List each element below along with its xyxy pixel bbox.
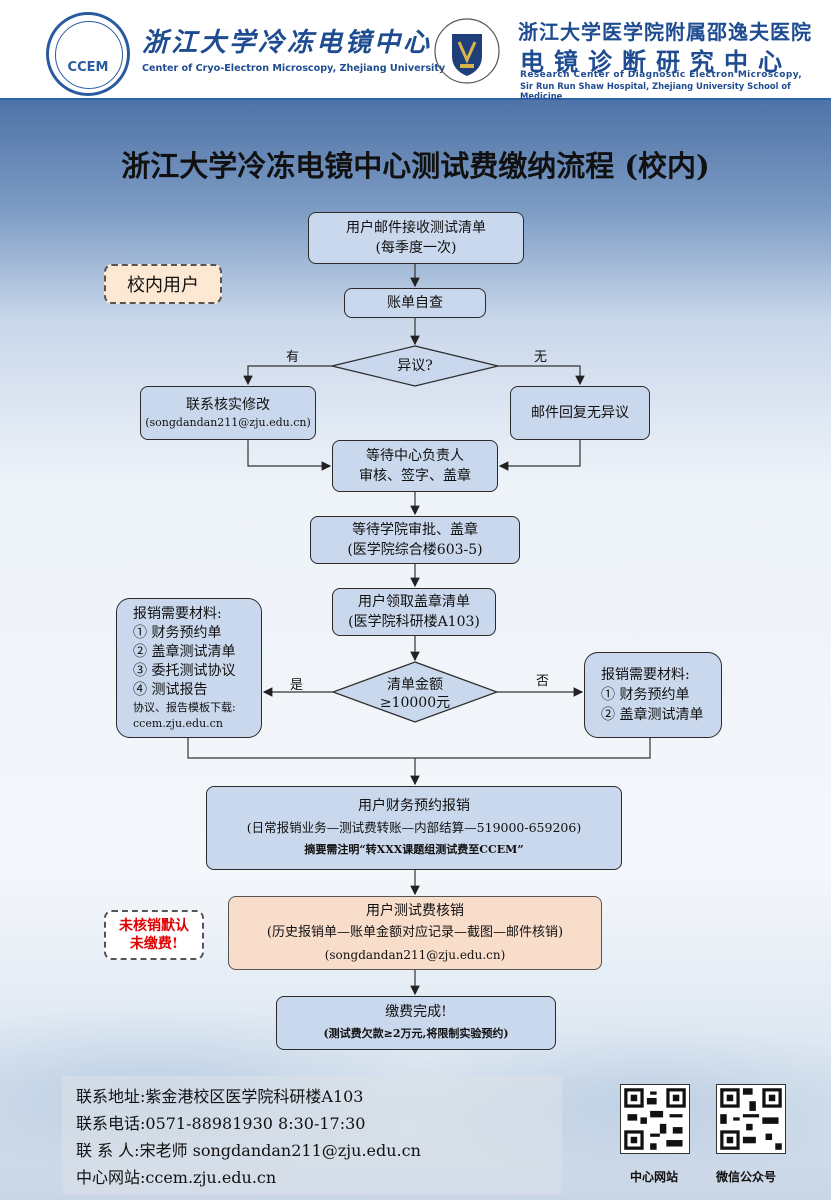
materials-small-title: 报销需要材料: (601, 667, 690, 683)
page-header: CCEM 浙江大学冷冻电镜中心 Center of Cryo-Electron … (0, 0, 831, 101)
campus-user-label: 校内用户 (127, 275, 199, 296)
step-payment-complete: 缴费完成! (测试费欠款≥2万元,将限制实验预约) (276, 996, 556, 1050)
step-reply-no-objection: 邮件回复无异议 (510, 386, 650, 440)
materials-large-item: ③ 委托测试协议 (133, 663, 236, 679)
decision-amount-label: 清单金额 ≥10000元 (365, 676, 465, 712)
reimbursement-note: 摘要需注明“转XXX课题组测试费至CCEM” (304, 843, 524, 856)
step-receive-bill-line2: (每季度一次) (375, 240, 457, 256)
edge-no-1: 无 (534, 350, 548, 365)
materials-large-item: ④ 测试报告 (133, 682, 208, 698)
contact-modify-email: (songdandan211@zju.edu.cn) (145, 416, 311, 429)
materials-large-item: ② 盖章测试清单 (133, 644, 236, 660)
contact-address: 联系地址:紫金港校区医学院科研楼A103 (76, 1087, 364, 1106)
wechat-qr-code-icon[interactable] (716, 1084, 786, 1154)
website-qr-code-icon[interactable] (620, 1084, 690, 1154)
verification-email: (songdandan211@zju.edu.cn) (324, 948, 506, 962)
ccem-logo: CCEM (46, 12, 130, 96)
footer-contact-panel (62, 1076, 562, 1194)
unverified-warning-tag: 未核销默认 未缴费! (104, 910, 204, 960)
decision-objection-label: 异议? (397, 358, 433, 374)
await-school-line2: (医学院综合楼603-5) (347, 542, 483, 558)
website-qr-caption: 中心网站 (630, 1170, 679, 1184)
materials-large-item: ① 财务预约单 (133, 625, 222, 641)
left-center-name-en: Center of Cryo-Electron Microscopy, Zhej… (142, 63, 446, 74)
decision-amount-line1: 清单金额 (387, 677, 443, 693)
page-title: 浙江大学冷冻电镜中心测试费缴纳流程 (校内) (121, 149, 710, 183)
payment-complete-title: 缴费完成! (385, 1004, 447, 1020)
edge-yes-2: 是 (290, 678, 304, 693)
await-center-line1: 等待中心负责人 (366, 448, 464, 464)
right-hospital-name: 浙江大学医学院附属邵逸夫医院 (518, 20, 812, 44)
payment-complete-note: (测试费欠款≥2万元,将限制实验预约) (323, 1027, 509, 1040)
materials-small-amount: 报销需要材料: ① 财务预约单 ② 盖章测试清单 (584, 652, 722, 738)
right-center-name-en-1: Research Center of Diagnostic Electron M… (520, 70, 803, 80)
reimbursement-detail: (日常报销业务—测试费转账—内部结算—519000-659206) (246, 820, 582, 835)
step-receive-bill: 用户邮件接收测试清单 (每季度一次) (308, 212, 524, 264)
right-center-name-en-2: Sir Run Run Shaw Hospital, Zhejiang Univ… (520, 81, 791, 101)
contact-website: 中心网站:ccem.zju.edu.cn (76, 1168, 277, 1187)
materials-small-item: ② 盖章测试清单 (601, 707, 704, 723)
materials-template-url: ccem.zju.edu.cn (133, 717, 223, 730)
step-await-center-approval: 等待中心负责人 审核、签字、盖章 (332, 440, 498, 492)
reply-no-objection-label: 邮件回复无异议 (531, 405, 629, 421)
collect-bill-line1: 用户领取盖章清单 (358, 594, 470, 610)
materials-template-note: 协议、报告模板下载: (133, 701, 236, 714)
right-center-name-cn: 电镜诊断研究中心 (520, 47, 792, 76)
edge-yes-1: 有 (286, 350, 300, 365)
decision-amount-line2: ≥10000元 (379, 695, 451, 711)
step-contact-modify: 联系核实修改 (songdandan211@zju.edu.cn) (140, 386, 316, 440)
verification-detail: (历史报销单—账单金额对应记录—截图—邮件核销) (266, 925, 564, 940)
await-center-line2: 审核、签字、盖章 (359, 468, 471, 484)
collect-bill-line2: (医学院科研楼A103) (348, 614, 480, 630)
warning-line-2: 未缴费! (129, 936, 179, 952)
materials-large-title: 报销需要材料: (133, 606, 222, 622)
await-school-line1: 等待学院审批、盖章 (352, 522, 478, 538)
reimbursement-title: 用户财务预约报销 (358, 798, 470, 814)
left-center-name-cn: 浙江大学冷冻电镜中心 (142, 28, 433, 58)
hospital-shield-logo (434, 18, 500, 84)
verification-title: 用户测试费核销 (366, 903, 464, 919)
step-receive-bill-line1: 用户邮件接收测试清单 (346, 220, 486, 236)
contact-person: 联 系 人:宋老师 songdandan211@zju.edu.cn (76, 1141, 421, 1160)
campus-user-tag: 校内用户 (104, 264, 222, 304)
step-fee-verification: 用户测试费核销 (历史报销单—账单金额对应记录—截图—邮件核销) (songda… (228, 896, 602, 970)
contact-phone: 联系电话:0571-88981930 8:30-17:30 (76, 1114, 366, 1133)
contact-modify-line1: 联系核实修改 (186, 397, 270, 413)
step-financial-reimbursement: 用户财务预约报销 (日常报销业务—测试费转账—内部结算—519000-65920… (206, 786, 622, 870)
wechat-qr-caption: 微信公众号 (716, 1170, 777, 1184)
step-collect-stamped-bill: 用户领取盖章清单 (医学院科研楼A103) (332, 588, 496, 636)
warning-line-1: 未核销默认 (119, 918, 189, 934)
materials-small-item: ① 财务预约单 (601, 687, 690, 703)
step-self-check-label: 账单自查 (387, 295, 443, 311)
edge-no-2: 否 (536, 674, 550, 689)
materials-large-amount: 报销需要材料: ① 财务预约单 ② 盖章测试清单 ③ 委托测试协议 ④ 测试报告… (116, 598, 262, 738)
step-await-school-approval: 等待学院审批、盖章 (医学院综合楼603-5) (310, 516, 520, 564)
step-self-check: 账单自查 (344, 288, 486, 318)
